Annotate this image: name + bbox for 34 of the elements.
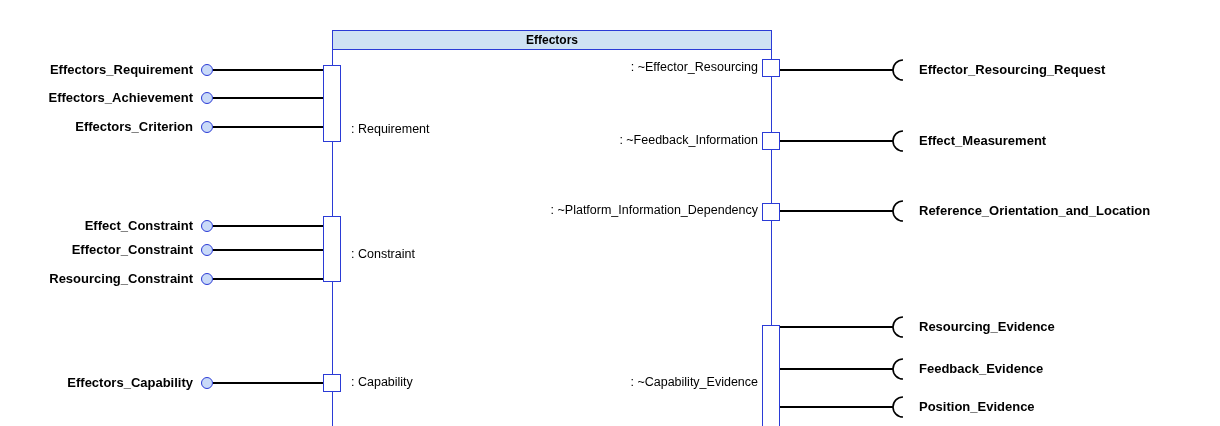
socket-connector bbox=[779, 316, 904, 338]
component-title: Effectors bbox=[333, 31, 771, 50]
socket-connector bbox=[779, 396, 904, 418]
port-label: : Capability bbox=[351, 375, 413, 389]
interface-label: Effector_Constraint bbox=[71, 242, 193, 258]
interface-label: Effectors_Criterion bbox=[75, 119, 193, 135]
connector bbox=[212, 382, 324, 384]
interface-label: Effectors_Achievement bbox=[48, 90, 193, 106]
interface-label: Feedback_Evidence bbox=[893, 361, 1153, 377]
port-label: : ~Capability_Evidence bbox=[630, 375, 758, 389]
connector bbox=[212, 278, 324, 280]
interface-label: Effector_Resourcing_Request bbox=[893, 62, 1153, 78]
socket-connector bbox=[779, 130, 904, 152]
interface-label: Effectors_Requirement bbox=[49, 62, 193, 78]
socket-connector bbox=[779, 358, 904, 380]
interface-label: Reference_Orientation_and_Location bbox=[893, 203, 1193, 219]
socket-connector bbox=[779, 59, 904, 81]
connector bbox=[212, 69, 324, 71]
connector bbox=[212, 126, 324, 128]
connector bbox=[212, 249, 324, 251]
port-label: : Constraint bbox=[351, 247, 415, 261]
port-label: : ~Feedback_Information bbox=[619, 133, 758, 147]
connector bbox=[212, 225, 324, 227]
port-label: : ~Effector_Resourcing bbox=[630, 60, 758, 74]
socket-connector bbox=[779, 200, 904, 222]
interface-label: Effect_Measurement bbox=[893, 133, 1153, 149]
port-label: : ~Platform_Information_Dependency bbox=[550, 203, 758, 217]
interface-label: Position_Evidence bbox=[893, 399, 1153, 415]
port-label: : Requirement bbox=[351, 122, 430, 136]
interface-label: Resourcing_Constraint bbox=[49, 271, 193, 287]
interface-label: Resourcing_Evidence bbox=[893, 319, 1153, 335]
interface-label: Effectors_Capability bbox=[67, 375, 193, 391]
connector bbox=[212, 97, 324, 99]
interface-label: Effect_Constraint bbox=[84, 218, 193, 234]
